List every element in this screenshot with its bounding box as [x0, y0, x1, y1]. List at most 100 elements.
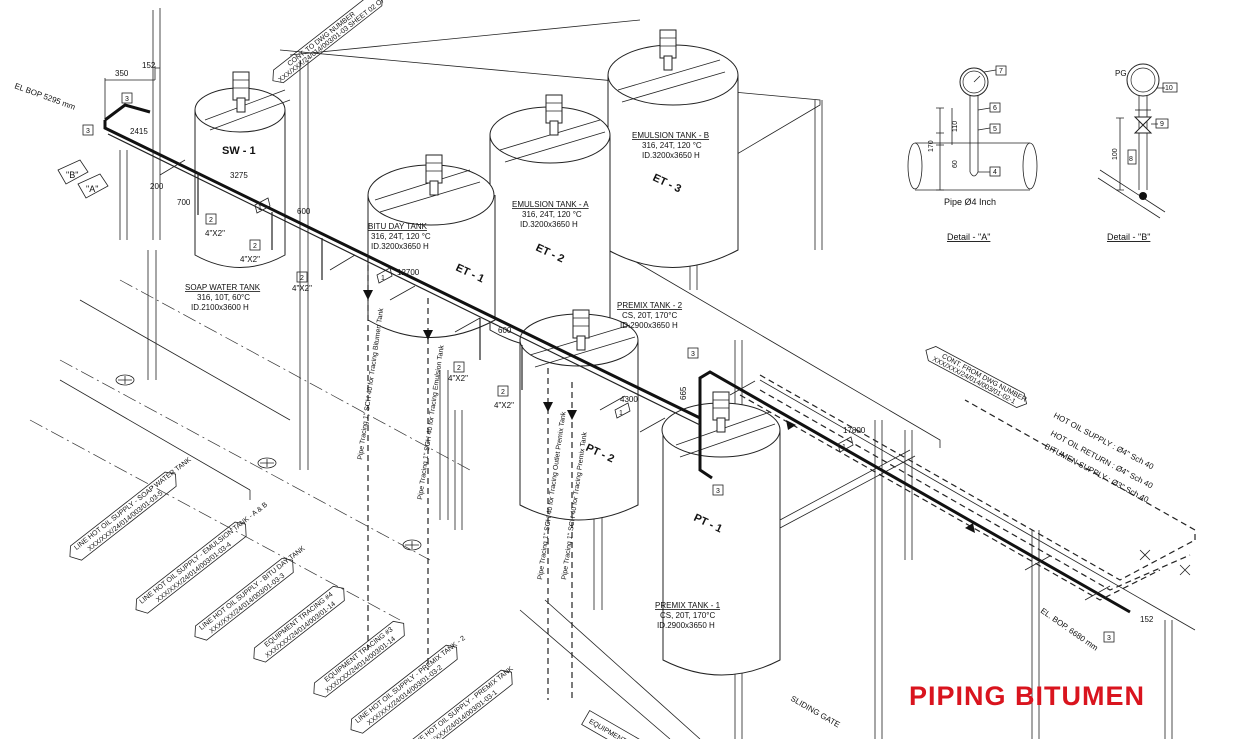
- svg-text:100: 100: [1112, 148, 1119, 160]
- svg-text:"B": "B": [66, 170, 78, 180]
- drawing-title: PIPING BITUMEN: [909, 681, 1145, 711]
- svg-text:4: 4: [993, 169, 997, 176]
- svg-text:ID.2900x3650 H: ID.2900x3650 H: [620, 321, 678, 330]
- branch-size: 4"X2": [292, 284, 312, 293]
- svg-text:CONT. TO DWG NUMBER: CONT. TO DWG NUMBER: [287, 11, 357, 68]
- svg-text:CONT. FROM DWG NUMBER: CONT. FROM DWG NUMBER: [940, 353, 1027, 404]
- svg-text:PREMIX TANK - 2: PREMIX TANK - 2: [617, 301, 683, 310]
- svg-text:3: 3: [86, 128, 90, 135]
- ground-markers: [115, 374, 422, 551]
- svg-text:EMULSION TANK - A: EMULSION TANK - A: [512, 200, 589, 209]
- svg-text:PREMIX TANK - 1: PREMIX TANK - 1: [655, 601, 721, 610]
- sliding-gate-label: SLIDING GATE: [789, 694, 841, 730]
- line-label-1: LINE HOT OIL SUPPLY - SOAP WATER TANK XX…: [69, 456, 193, 561]
- svg-text:1: 1: [381, 275, 385, 282]
- svg-text:ID.3200x3650 H: ID.3200x3650 H: [642, 151, 700, 160]
- svg-text:"A": "A": [86, 184, 98, 194]
- svg-text:XXX/XXX/24/014/003/01-03-4: XXX/XXX/24/014/003/01-03-4: [155, 541, 233, 604]
- dimensions: 350 152 2415 3275 200 700 600 12700 600 …: [104, 61, 1154, 624]
- svg-text:4300: 4300: [620, 395, 638, 404]
- svg-text:2: 2: [501, 389, 505, 396]
- svg-text:CS, 20T, 170°C: CS, 20T, 170°C: [660, 611, 715, 620]
- branch-size: 4"X2": [240, 255, 260, 264]
- svg-text:XXX/XXX/24/014/003/01-14: XXX/XXX/24/014/003/01-14: [324, 636, 397, 695]
- svg-text:EMULSION TANK - B: EMULSION TANK - B: [632, 131, 709, 140]
- svg-text:3: 3: [125, 96, 129, 103]
- elevation-bottom: EL. BOP. 6680 mm: [1039, 606, 1100, 653]
- bottom-equipment-label: EQUIPMENT TRACING: [581, 710, 660, 739]
- svg-text:ID.2900x3650 H: ID.2900x3650 H: [657, 621, 715, 630]
- svg-text:316, 24T, 120 °C: 316, 24T, 120 °C: [642, 141, 702, 150]
- anchor-icon: [402, 539, 422, 551]
- tank-desc-pt1: PREMIX TANK - 1 CS, 20T, 170°C ID.2900x3…: [655, 601, 721, 630]
- detail-a: 170 110 60 7 6 5 4 Pipe Ø4 Inch Detail -…: [907, 65, 1038, 242]
- svg-text:XXX/XXX/24/014/003/01-14: XXX/XXX/24/014/003/01-14: [264, 601, 337, 660]
- branch-size: 4"X2": [494, 401, 514, 410]
- svg-text:665: 665: [679, 386, 688, 400]
- svg-text:600: 600: [498, 326, 512, 335]
- tracing-label: Pipe Tracing 1" SCH 40 for Tracing Emuls…: [417, 344, 446, 500]
- tank-desc-et1: BITU DAY TANK 316, 24T, 120 °C ID.3200x3…: [368, 222, 431, 251]
- svg-text:5: 5: [993, 126, 997, 133]
- svg-text:EQUIPMENT TRACING #3: EQUIPMENT TRACING #3: [324, 626, 395, 684]
- main-piping: [103, 103, 1196, 700]
- svg-text:ID.3200x3650 H: ID.3200x3650 H: [520, 220, 578, 229]
- svg-text:10: 10: [1165, 85, 1173, 92]
- svg-text:CS, 20T, 170°C: CS, 20T, 170°C: [622, 311, 677, 320]
- svg-text:6: 6: [993, 105, 997, 112]
- svg-text:200: 200: [150, 182, 164, 191]
- motor-icon: [572, 309, 590, 351]
- svg-text:EQUIPMENT TRACING #4: EQUIPMENT TRACING #4: [264, 591, 335, 649]
- svg-text:170: 170: [928, 140, 935, 152]
- tank-desc-et3: EMULSION TANK - B 316, 24T, 120 °C ID.32…: [632, 131, 709, 160]
- svg-text:60: 60: [952, 160, 959, 168]
- agitator-motors: [232, 29, 730, 433]
- svg-text:2: 2: [300, 275, 304, 282]
- svg-text:2: 2: [253, 243, 257, 250]
- svg-text:2415: 2415: [130, 127, 148, 136]
- ref-a: "A": [77, 173, 109, 199]
- branch-size: 4"X2": [205, 229, 225, 238]
- motor-icon: [232, 71, 250, 113]
- svg-text:316, 24T, 120 °C: 316, 24T, 120 °C: [371, 232, 431, 241]
- svg-text:350: 350: [115, 69, 129, 78]
- svg-text:152: 152: [1140, 615, 1154, 624]
- svg-text:152: 152: [142, 61, 156, 70]
- svg-text:2: 2: [209, 217, 213, 224]
- tank-desc-et2: EMULSION TANK - A 316, 24T, 120 °C ID.32…: [512, 200, 589, 229]
- branch-size: 4"X2": [448, 374, 468, 383]
- ref-b: "B": [57, 159, 89, 185]
- svg-text:PG: PG: [1115, 69, 1127, 78]
- motor-icon: [712, 391, 730, 433]
- svg-text:3: 3: [1107, 635, 1111, 642]
- svg-text:316, 10T, 60°C: 316, 10T, 60°C: [197, 293, 250, 302]
- svg-text:ID.2100x3600 H: ID.2100x3600 H: [191, 303, 249, 312]
- cont-to-dwg: CONT. TO DWG NUMBER XXX/XXX/24/014/003/0…: [272, 0, 395, 84]
- svg-text:LINE HOT OIL SUPPLY - SOAP WAT: LINE HOT OIL SUPPLY - SOAP WATER TANK: [73, 456, 193, 552]
- svg-text:17800: 17800: [843, 426, 866, 435]
- svg-text:Pipe Ø4 Inch: Pipe Ø4 Inch: [944, 197, 996, 207]
- svg-text:600: 600: [297, 207, 311, 216]
- anchor-icon: [115, 374, 135, 386]
- svg-text:XXX/XXX/24/014/003/01-03-2: XXX/XXX/24/014/003/01-03-2: [366, 664, 444, 727]
- tank-pt1: [661, 402, 781, 676]
- svg-text:XXX/XXX/24/014/003/01-03-3: XXX/XXX/24/014/003/01-03-3: [209, 572, 287, 635]
- svg-text:3275: 3275: [230, 171, 248, 180]
- tank-tag-sw1: SW - 1: [222, 145, 256, 157]
- motor-icon: [425, 154, 443, 196]
- svg-text:316, 24T, 120 °C: 316, 24T, 120 °C: [522, 210, 582, 219]
- elevation-top: EL BOP 5295 mm: [13, 81, 77, 111]
- svg-text:3: 3: [691, 351, 695, 358]
- svg-text:1: 1: [842, 444, 846, 451]
- cont-from-dwg: CONT. FROM DWG NUMBER XXX/XXX/24/014/003…: [925, 346, 1028, 408]
- callouts: 3 3 2 2 2 2 2 3 3 3 1 1 1 1: [82, 92, 1115, 643]
- svg-text:9: 9: [1160, 121, 1164, 128]
- svg-text:7: 7: [999, 68, 1003, 75]
- svg-text:Detail - "B": Detail - "B": [1107, 232, 1150, 242]
- svg-text:1: 1: [258, 205, 262, 212]
- svg-text:700: 700: [177, 198, 191, 207]
- svg-text:110: 110: [952, 121, 959, 132]
- svg-text:1: 1: [619, 410, 623, 417]
- tank-et3: [607, 44, 739, 268]
- svg-text:Detail - "A": Detail - "A": [947, 232, 990, 242]
